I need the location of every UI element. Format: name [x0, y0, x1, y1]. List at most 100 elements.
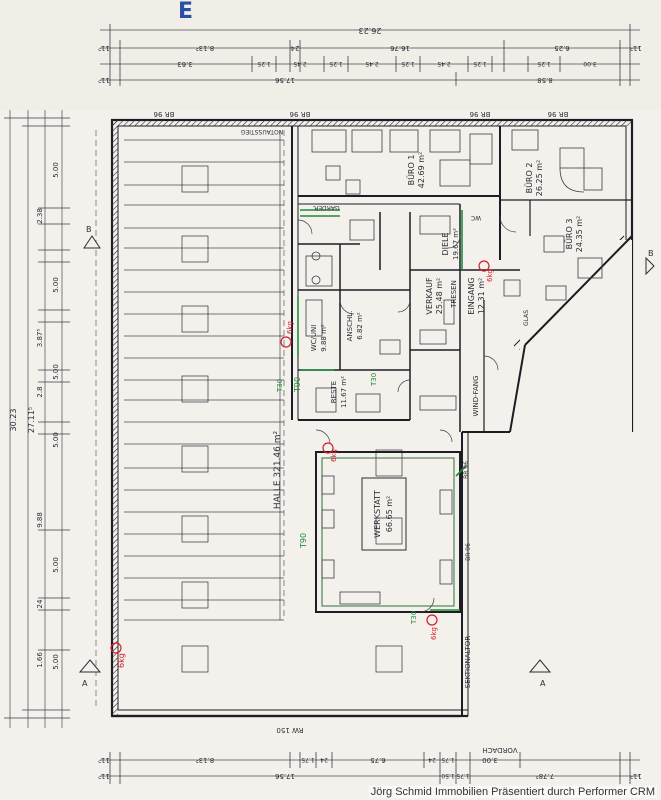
room-reste-name: RESTE	[330, 381, 338, 403]
room-garder: GARDER.	[312, 204, 339, 211]
hall-structure-lines	[95, 130, 403, 706]
dim-bottom-2c: 1.50	[441, 772, 455, 779]
room-buero2-name: BÜRO 2	[524, 163, 534, 194]
dim-bottom-1h: 3.00	[482, 756, 498, 764]
rating-t30-2: T30	[410, 611, 418, 625]
dim-bottom-1e: 6.75	[370, 756, 386, 764]
dim-top-3j: 3.00	[583, 60, 597, 67]
room-windfang: WIND-FANG	[472, 376, 480, 417]
dim-top-2e: 6.25	[554, 44, 570, 52]
room-eingang-name: EINGANG	[467, 277, 476, 314]
extinguisher-marks: 6kg 6kg 6kg 6kg 6kg	[110, 260, 494, 668]
dim-left-seg-1: 5.00	[52, 162, 60, 178]
room-tresen: TRESEN	[450, 280, 458, 309]
dim-bottom-2b: 17.56	[274, 772, 295, 780]
dim-left-outer: 30.23	[9, 409, 18, 432]
dim-left-seg-12: 5.00	[52, 654, 60, 670]
room-werkstatt-area: 66.65 m²	[385, 496, 394, 532]
room-diele-area: 19.67 m²	[452, 228, 460, 260]
dim-top-3g: 2.45	[437, 60, 451, 67]
dim-bottom-2a: 11⁵	[98, 772, 110, 780]
canopy-label: VORDACH	[482, 746, 517, 754]
dim-left-seg-7: 5.00	[52, 432, 60, 448]
dim-top-overall: 26.23	[359, 26, 382, 35]
dim-left-seg-5: 2.8	[36, 386, 44, 397]
room-wc-area: 9.88 m²	[320, 324, 328, 352]
room-anschl-name: ANSCHL.	[346, 311, 354, 342]
room-verkauf-area: 25.48 m²	[435, 278, 444, 314]
room-anschl-area: 6.82 m²	[356, 312, 364, 340]
room-werkstatt-name: WERKSTATT	[373, 490, 382, 538]
footer-credit: Jörg Schmid Immobilien Präsentiert durch…	[368, 786, 657, 798]
dim-bottom-1d: 24	[320, 756, 328, 763]
dim-top-4b: 17.56	[274, 76, 295, 84]
dim-bottom-1a: 11⁵	[98, 756, 110, 764]
dim-top-2c: 24	[290, 44, 299, 52]
dim-top-3e: 2.45	[365, 60, 379, 67]
section-b-right: B	[648, 249, 654, 258]
rating-t90-2: T90	[299, 533, 308, 549]
dim-left-seg-10: 24	[36, 599, 44, 608]
dim-left-inner: 27.11⁵	[27, 407, 36, 433]
room-buero2-area: 26.25 m²	[535, 160, 544, 196]
section-a-right: A	[540, 679, 546, 688]
extinguisher-3: 6kg	[330, 449, 338, 462]
dim-top-3a: 3.63	[177, 60, 193, 68]
top-dimension-chains: 26.23 11⁵ 8.13⁵ 24 16.76 6.25 11⁵ 3.63 1…	[98, 24, 642, 86]
room-verkauf-name: VERKAUF	[425, 277, 434, 315]
room-buero3-name: BÜRO 3	[564, 219, 574, 250]
dim-top-2f: 11⁵	[630, 44, 642, 52]
workshop-walls	[315, 451, 461, 613]
dim-top-3c: 2.45	[293, 60, 307, 67]
door-swings	[297, 215, 517, 613]
dim-left-seg-11: 1.66	[36, 652, 44, 668]
section-markers	[78, 235, 655, 673]
dim-top-2a: 11⁵	[98, 44, 110, 52]
room-eingang-area: 12.31 m²	[477, 278, 486, 314]
dim-top-3f: 1.25	[401, 60, 415, 67]
green-markups	[297, 209, 467, 611]
rating-t30-3: T30	[276, 379, 284, 393]
label-wc-small: WC	[471, 214, 481, 221]
room-diele-name: DIELE	[441, 232, 450, 255]
dim-left-seg-6: 5.00	[52, 364, 60, 380]
dim-left-seg-3: 5.00	[52, 277, 60, 293]
tag-br96-1: BR 96	[153, 110, 174, 118]
rating-t30-1: T30	[370, 373, 378, 387]
dim-top-3h: 1.25	[473, 60, 487, 67]
room-labels: HALLE 321.46 m² WERKSTATT 66.65 m² BÜRO …	[240, 128, 584, 688]
room-buero1-name: BÜRO 1	[406, 155, 416, 186]
tag-br96-2: BR 96	[289, 110, 310, 118]
dim-bottom-2e: 7.78⁵	[536, 772, 555, 780]
tag-rw150: RW 150	[276, 726, 303, 734]
dim-left-seg-2: 2.38	[36, 208, 44, 224]
interior-walls	[291, 126, 632, 432]
dim-left-seg-8: 9.88	[36, 512, 44, 528]
compass-letter: E	[178, 0, 193, 24]
dim-bottom-1c: 1.75	[301, 756, 315, 763]
extinguisher-2: 6kg	[286, 321, 294, 334]
extinguisher-1: 6kg	[117, 653, 126, 668]
dim-left-seg-4: 3.87⁵	[36, 329, 44, 348]
opening-tags: BR 96 BR 96 BR 96 BR 96 BR 96 BR 96 RW 1…	[153, 110, 568, 734]
dim-bottom-1b: 8.13⁵	[196, 756, 215, 764]
dim-top-4a: 11⁵	[98, 76, 110, 84]
dim-bottom-2f: 11⁵	[630, 772, 642, 780]
dim-top-3d: 1.25	[329, 60, 343, 67]
label-glas: GLAS	[523, 310, 530, 326]
room-buero3-area: 24.35 m²	[575, 216, 584, 252]
dim-top-3b: 1.25	[257, 60, 271, 67]
room-buero1-area: 42.69 m²	[417, 152, 426, 188]
office-furniture	[305, 129, 603, 413]
dim-bottom-1f: 24	[428, 756, 436, 763]
section-b-left: B	[86, 225, 92, 234]
room-reste-area: 11.67 m²	[340, 376, 348, 408]
dim-bottom-1g: 1.75	[441, 756, 455, 763]
tag-br96-4: BR 96	[547, 110, 568, 118]
dim-left-seg-9: 5.00	[52, 557, 60, 573]
dim-top-2d: 16.76	[389, 44, 410, 52]
extinguisher-4: 6kg	[430, 627, 438, 640]
tag-br96-6: BR 96	[465, 543, 472, 561]
door-ratings: T90 T90 T30 T30 T30	[276, 373, 418, 625]
